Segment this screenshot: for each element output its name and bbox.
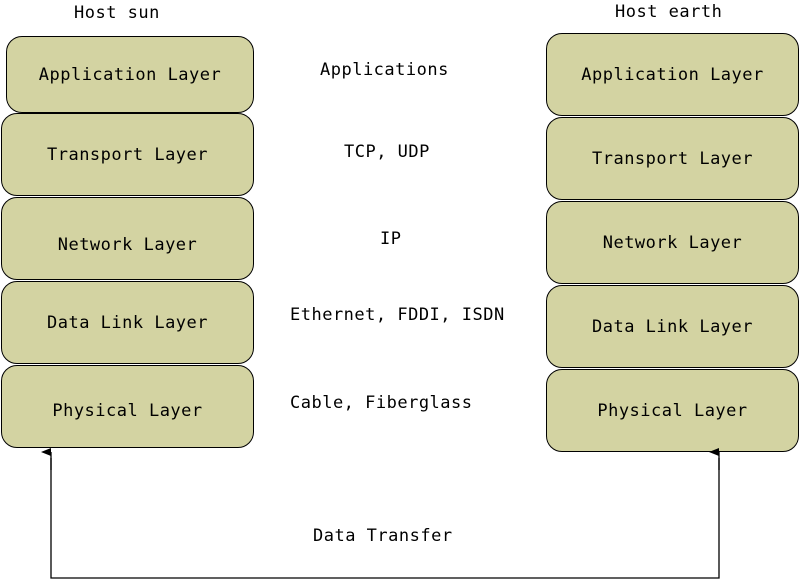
earth-data-link-layer-label: Data Link Layer [591,316,754,337]
protocol-ip: IP [380,229,402,249]
protocol-applications: Applications [320,60,449,80]
earth-application-layer: Application Layer [546,33,799,116]
host-sun-title: Host sun [74,3,160,23]
sun-application-layer-label: Application Layer [38,64,222,85]
data-transfer-label: Data Transfer [313,526,453,546]
protocol-ethernet-fddi-isdn: Ethernet, FDDI, ISDN [290,305,505,325]
sun-physical-layer-label: Physical Layer [52,400,203,421]
sun-application-layer: Application Layer [6,36,254,113]
protocol-tcp-udp: TCP, UDP [344,142,430,162]
earth-application-layer-label: Application Layer [581,64,764,85]
earth-physical-layer: Physical Layer [546,369,799,452]
earth-network-layer-label: Network Layer [602,232,743,253]
sun-transport-layer-label: Transport Layer [46,144,209,165]
earth-physical-layer-label: Physical Layer [597,400,748,421]
sun-network-layer-label: Network Layer [57,234,198,255]
sun-transport-layer: Transport Layer [1,113,254,196]
host-earth-title: Host earth [615,2,723,22]
sun-data-link-layer: Data Link Layer [1,281,254,364]
sun-network-layer: Network Layer [1,197,254,280]
data-transfer-line [50,458,720,579]
sun-physical-layer: Physical Layer [1,365,254,448]
earth-transport-layer-label: Transport Layer [591,148,754,169]
earth-transport-layer: Transport Layer [546,117,799,200]
earth-network-layer: Network Layer [546,201,799,284]
earth-data-link-layer: Data Link Layer [546,285,799,368]
protocol-cable-fiberglass: Cable, Fiberglass [290,393,473,413]
sun-data-link-layer-label: Data Link Layer [46,312,209,333]
